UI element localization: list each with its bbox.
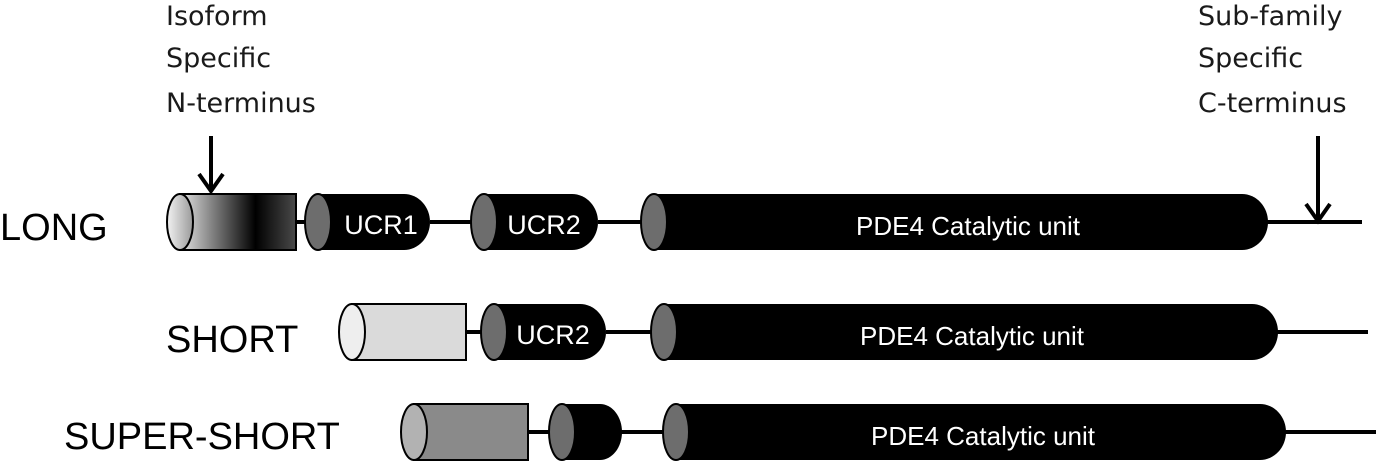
row-short: SHORT UCR2 PDE4 Catalytic unit [166,303,1368,361]
catalytic-unit-domain: PDE4 Catalytic unit [650,303,1278,361]
row-long: LONG UCR1 UCR2 PDE4 Catalytic unit [0,193,1362,251]
c-terminus-line-1: Sub-family [1198,1,1342,32]
catalytic-unit-domain: PDE4 Catalytic unit [640,193,1268,251]
ucr2-domain: UCR2 [470,193,598,251]
row-label-short: SHORT [166,319,298,361]
ucr1-domain: UCR1 [304,193,430,251]
n-terminus-arrow-icon [197,136,225,195]
n-terminus-line-3: N-terminus [166,88,316,119]
catalytic-unit-domain: PDE4 Catalytic unit [662,403,1286,461]
domain-label-ucr2: UCR2 [507,210,581,240]
domain-label-catalytic: PDE4 Catalytic unit [871,421,1096,451]
short-n-terminus-domain [338,303,467,361]
row-label-long: LONG [0,207,108,249]
c-terminus-annotation: Sub-family Specific C-terminus [1198,1,1347,225]
n-terminus-annotation: Isoform Specific N-terminus [166,1,316,195]
long-n-terminus-domain [166,193,297,251]
n-terminus-line-1: Isoform [166,1,268,32]
row-super-short: SUPER-SHORT PDE4 Catalytic unit [64,403,1376,461]
partial-ucr2-domain [548,403,622,461]
n-terminus-line-2: Specific [166,43,271,74]
domain-label-catalytic: PDE4 Catalytic unit [856,211,1081,241]
domain-label-catalytic: PDE4 Catalytic unit [860,321,1085,351]
c-terminus-line-2: Specific [1198,43,1303,74]
ucr2-domain: UCR2 [480,303,606,361]
domain-label-ucr1: UCR1 [344,210,418,240]
row-label-super-short: SUPER-SHORT [64,416,340,458]
c-terminus-arrow-icon [1304,136,1332,225]
super-short-n-terminus-domain [400,403,529,461]
domain-label-ucr2: UCR2 [516,320,590,350]
c-terminus-line-3: C-terminus [1198,88,1347,119]
